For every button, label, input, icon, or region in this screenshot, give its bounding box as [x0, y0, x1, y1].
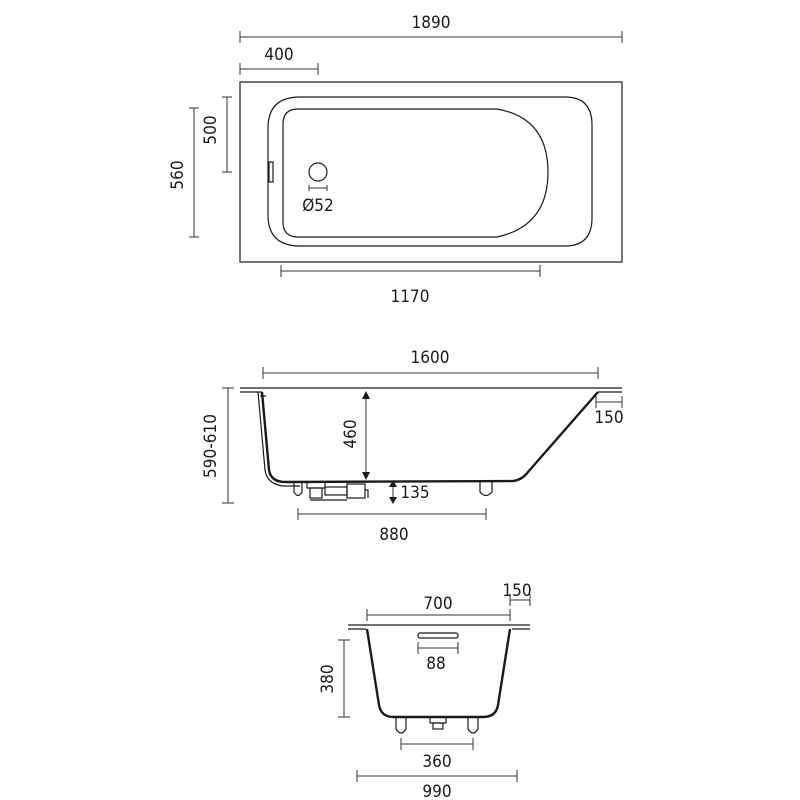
top-outer-rim — [239, 81, 623, 263]
depth-label: 460 — [341, 419, 361, 448]
side-foot-right — [479, 481, 493, 497]
overflow-label: 88 — [426, 654, 445, 674]
side-tub-body — [260, 391, 599, 484]
end-depth-label: 380 — [318, 664, 338, 693]
waste-assembly — [306, 481, 369, 501]
top-view: Ø52 1890 400 500 560 1170 — [168, 13, 623, 307]
inner-width-label: 500 — [201, 115, 221, 144]
foot-height-label: 135 — [400, 483, 429, 503]
side-foot-left — [293, 482, 303, 497]
end-outer-width-label: 990 — [422, 782, 451, 800]
offset-label: 400 — [264, 45, 293, 65]
drain-circle — [308, 162, 328, 182]
side-length-label: 1600 — [411, 348, 450, 368]
end-width-label: 700 — [423, 594, 452, 614]
side-rim-label: 150 — [594, 408, 623, 428]
end-foot-left — [395, 717, 407, 734]
end-overflow-slot — [417, 632, 459, 639]
end-foot-spacing-label: 360 — [422, 752, 451, 772]
inner-length-label: 1170 — [391, 287, 430, 307]
overflow-slot — [268, 161, 274, 183]
drain-diameter-label: Ø52 — [302, 196, 334, 216]
top-inner-basin — [282, 108, 549, 238]
length-label: 1890 — [412, 13, 451, 33]
end-waste — [429, 716, 447, 730]
height-range-label: 590-610 — [201, 414, 221, 478]
end-view: 700 150 88 380 360 990 — [318, 581, 532, 800]
side-view: 1600 590-610 460 150 135 880 — [201, 348, 624, 545]
foot-spacing-label: 880 — [379, 525, 408, 545]
top-inner-bowl — [267, 96, 593, 247]
end-foot-right — [467, 717, 479, 734]
outer-width-label: 560 — [168, 160, 188, 189]
end-rim-label: 150 — [502, 581, 531, 601]
